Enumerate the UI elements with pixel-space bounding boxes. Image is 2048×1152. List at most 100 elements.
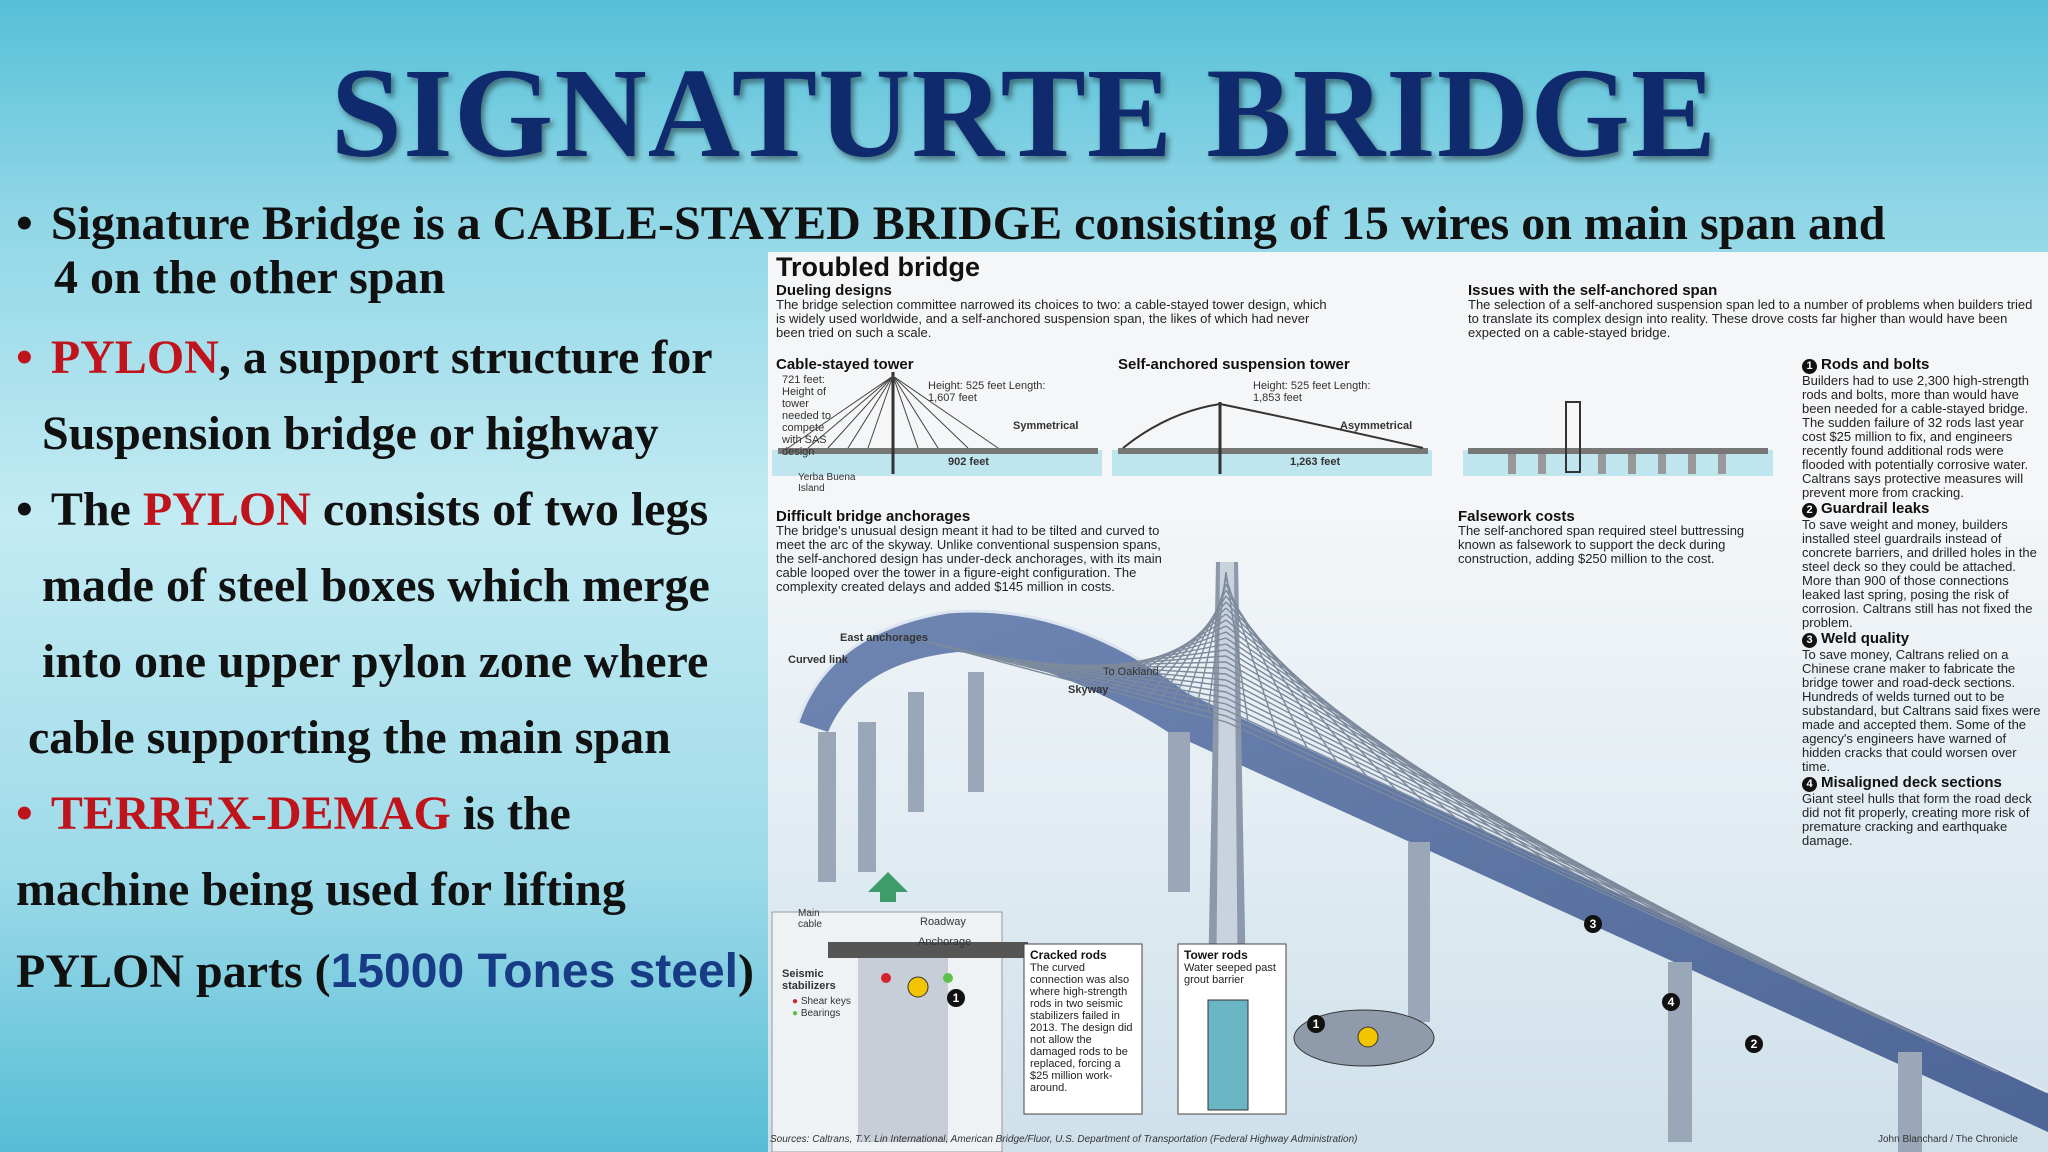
falsework-text: The self-anchored span required steel bu…	[1458, 523, 1745, 566]
cable-line	[1159, 595, 1227, 701]
bullet-4-pre: PYLON parts (	[16, 945, 331, 998]
issue-4-text: Giant steel hulls that form the road dec…	[1802, 791, 2032, 848]
issue-2-text: To save weight and money, builders insta…	[1802, 517, 2037, 630]
terrex-keyword: TERREX-DEMAG	[50, 787, 451, 840]
symmetrical-label: Symmetrical	[1013, 420, 1079, 432]
infographic-title: Troubled bridge	[776, 252, 981, 282]
bullet-3-pre: The	[50, 483, 143, 536]
east-anchorages-label: East anchorages	[840, 632, 929, 644]
issue-1-heading: 1 Rods and bolts	[1802, 356, 2042, 374]
skyway-label: Skyway	[1068, 684, 1109, 696]
main-cable-label: Main cable	[798, 908, 822, 930]
bullet-marker: •	[16, 787, 33, 840]
marker-1b: 1	[1313, 1017, 1320, 1031]
anchorage-label: Anchorage	[918, 936, 972, 948]
curved-link-label: Curved link	[788, 654, 848, 666]
steel-quantity: 15000 Tones steel	[330, 945, 738, 998]
cable-dims: Height: 525 feet Length: 1,607 feet	[928, 380, 1046, 404]
bullet-marker: •	[16, 331, 33, 384]
pylon-keyword: PYLON	[142, 483, 311, 536]
cable-line	[1225, 721, 1999, 1073]
issue-3-text: To save money, Caltrans relied on a Chin…	[1802, 647, 2041, 774]
bullet-marker: •	[16, 483, 33, 536]
bullet-1-text: Signature Bridge is a CABLE-STAYED BRIDG…	[50, 197, 1886, 250]
suspension-cables	[907, 571, 1999, 1073]
shear-keys-label: ● Shear keys	[792, 996, 851, 1007]
cable-line	[1225, 571, 1249, 723]
sources-caption: Sources: Caltrans, T.Y. Lin Internationa…	[770, 1134, 1358, 1145]
bullet-4-line-2: machine being used for lifting	[16, 863, 626, 916]
cable-line	[919, 639, 1227, 717]
marker-2: 2	[1751, 1037, 1758, 1051]
bullet-3-line-2: made of steel boxes which merge	[42, 559, 710, 612]
bullet-4-post: )	[738, 945, 754, 998]
bridge-illustration: 1 1 2 3 4	[768, 372, 2048, 1152]
marker-3: 3	[1590, 917, 1597, 931]
asymmetrical-label: Asymmetrical	[1340, 420, 1413, 432]
cracked-rods-box: Cracked rods The curved connection was a…	[1030, 948, 1138, 1094]
cable-line	[1225, 601, 1399, 793]
issue-3-number: 3	[1802, 633, 1817, 648]
bullet-2-text: , a support structure for	[218, 331, 713, 384]
anchorages-heading: Difficult bridge anchorages	[776, 508, 971, 525]
issue-2-number: 2	[1802, 503, 1817, 518]
cable-line	[907, 636, 1227, 723]
bullet-1-line-2: 4 on the other span	[54, 251, 446, 304]
span-902: 902 feet	[948, 456, 989, 468]
shear-keys-text: Shear keys	[800, 996, 851, 1007]
cable-note: 721 feet: Height of tower needed to comp…	[782, 374, 831, 458]
bullet-marker: •	[16, 197, 33, 250]
seismic-label: Seismic stabilizers	[782, 968, 836, 992]
issue-1-text: Builders had to use 2,300 high-strength …	[1802, 373, 2029, 500]
tower-rods-text: Water seeped past grout barrier	[1184, 962, 1276, 986]
issue-2-heading: 2 Guardrail leaks	[1802, 500, 2042, 518]
issue-4-title: Misaligned deck sections	[1821, 774, 2002, 791]
issue-2-title: Guardrail leaks	[1821, 500, 1930, 517]
marker-4: 4	[1668, 995, 1675, 1009]
bullet-2-line-2: Suspension bridge or highway	[42, 407, 659, 460]
issue-1-number: 1	[1802, 359, 1817, 374]
pylon-keyword: PYLON	[50, 331, 219, 384]
issues-text: The selection of a self-anchored suspens…	[1468, 297, 2033, 340]
tower-rods-box: Tower rods Water seeped past grout barri…	[1184, 948, 1284, 986]
cable-line	[1225, 715, 1969, 1059]
cable-line	[1225, 709, 1939, 1045]
sas-label: Self-anchored suspension tower	[1118, 356, 1350, 373]
bearings-text: Bearings	[800, 1008, 841, 1019]
shear-keys-dot: ●	[792, 996, 799, 1007]
credit-caption: John Blanchard / The Chronicle	[1878, 1134, 2018, 1145]
cracked-heading: Cracked rods	[1030, 948, 1107, 962]
cable-line	[943, 645, 1227, 705]
yerba-label: Yerba Buena Island	[798, 472, 856, 494]
tower-rods-heading: Tower rods	[1184, 948, 1248, 962]
cable-line	[1225, 595, 1369, 779]
cable-line	[1171, 589, 1227, 704]
bridge-infographic: 1 1 2 3 4 Troubled bridge Dueling design…	[768, 252, 2048, 1152]
bearings-label: ● Bearings	[792, 1008, 840, 1019]
dueling-heading: Dueling designs	[776, 282, 892, 299]
bullet-2-line-1: • PYLON, a support structure for	[16, 330, 713, 385]
roadway-label: Roadway	[920, 916, 966, 928]
to-oakland-label: To Oakland	[1103, 666, 1159, 678]
issue-4-heading: 4 Misaligned deck sections	[1802, 774, 2042, 792]
issues-heading: Issues with the self-anchored span	[1468, 282, 1718, 299]
bullet-4-line-1: •TERREX-DEMAG is the	[16, 786, 571, 841]
cable-line	[1225, 703, 1909, 1031]
cable-stayed-label: Cable-stayed tower	[776, 356, 914, 373]
bearings-dot: ●	[792, 1008, 799, 1019]
issue-1-title: Rods and bolts	[1821, 356, 1930, 373]
span-1263: 1,263 feet	[1290, 456, 1341, 468]
bullet-3-line-3: into one upper pylon zone where	[42, 635, 709, 688]
anchorages-text: The bridge's unusual design meant it had…	[776, 523, 1162, 594]
slide-title: SIGNATURTE BRIDGE	[330, 42, 1718, 184]
issue-4-number: 4	[1802, 777, 1817, 792]
issues-list: 1 Rods and bolts Builders had to use 2,30…	[1802, 356, 2042, 848]
bullet-3-text: consists of two legs	[310, 483, 709, 536]
sas-dims: Height: 525 feet Length: 1,853 feet	[1253, 380, 1371, 404]
cable-line	[931, 642, 1227, 711]
dueling-text: The bridge selection committee narrowed …	[776, 297, 1327, 340]
cracked-text: The curved connection was also where hig…	[1030, 962, 1133, 1094]
bullet-3-line-1: • The PYLON consists of two legs	[16, 482, 708, 537]
cable-line	[1147, 601, 1227, 698]
